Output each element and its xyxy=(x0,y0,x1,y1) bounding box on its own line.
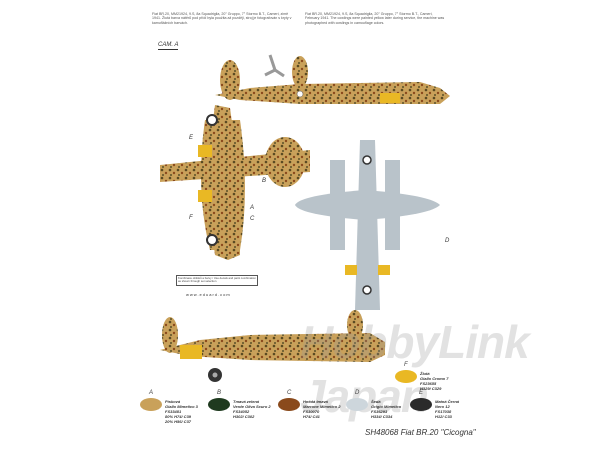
callout-f: F xyxy=(189,215,193,221)
propeller-icon xyxy=(264,54,285,78)
top-view xyxy=(160,105,310,260)
sheet-title: SH48068 Fiat BR.20 "Cicogna" xyxy=(365,428,476,437)
watermark: HobbyLink Japan xyxy=(300,316,530,422)
description-czech: Fiat BR.20, MM21924, 9.S, 8a Squadriglia… xyxy=(152,12,292,25)
side-view-bottom xyxy=(160,310,385,382)
notice-box: Kombinace obtisků a barvy / Use decals a… xyxy=(176,275,258,286)
callout-d: D xyxy=(445,238,450,244)
scheme-label: CAM. A xyxy=(158,42,179,50)
description-english: Fiat BR.20, MM21924, 9.S, 8a Squadriglia… xyxy=(305,12,445,25)
callout-e: E xyxy=(189,135,194,141)
website-link: www.eduard.com xyxy=(186,292,231,297)
bottom-view xyxy=(264,54,440,310)
callout-c: C xyxy=(250,216,255,222)
callout-b: B xyxy=(262,178,267,184)
side-view-top xyxy=(215,56,450,104)
callout-a: A xyxy=(250,205,255,211)
